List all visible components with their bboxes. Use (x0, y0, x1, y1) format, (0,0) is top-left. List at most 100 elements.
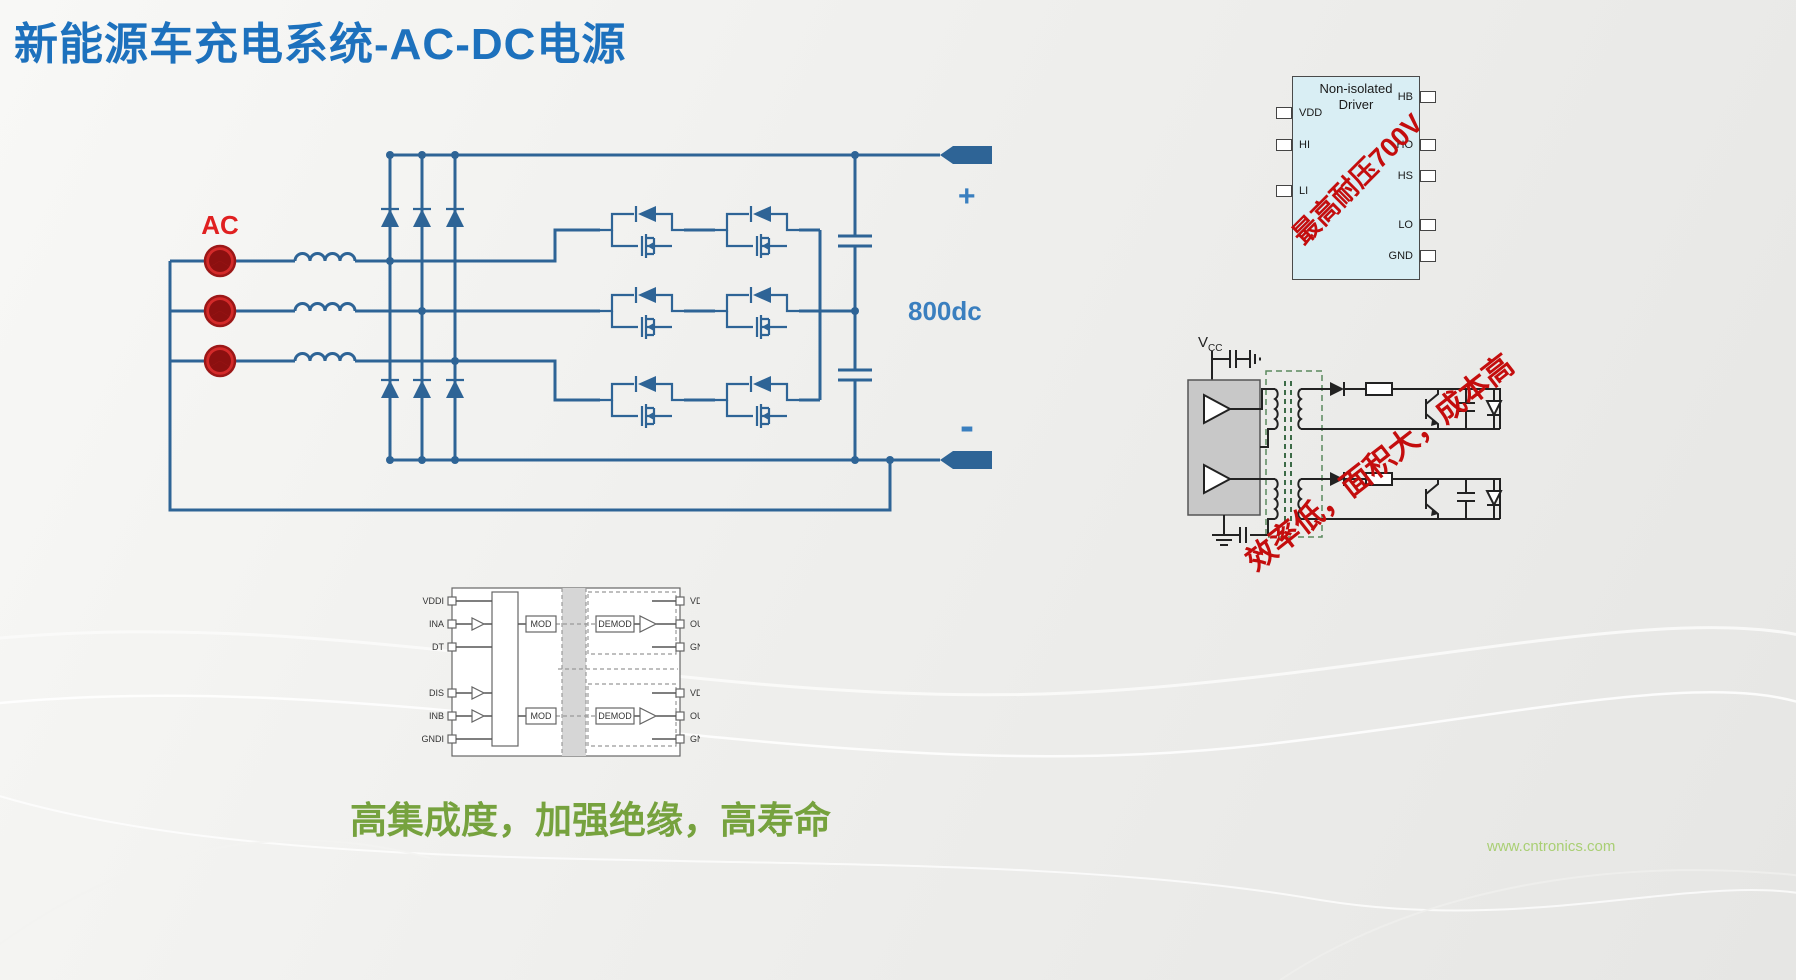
svg-text:OUTA: OUTA (690, 619, 700, 629)
vcc-wire (1211, 351, 1250, 380)
inductor-icon (293, 352, 357, 362)
svg-text:MOD: MOD (531, 619, 552, 629)
pin-pad-icon (1420, 139, 1436, 151)
mosfet-switch-icon (598, 285, 686, 341)
pin-pad-icon (1276, 139, 1292, 151)
dc-plus-terminal (940, 146, 992, 164)
isolation-barrier (562, 588, 586, 756)
ground-icon (1249, 350, 1261, 368)
buffer-icon (471, 686, 486, 700)
pin-pad-icon (1420, 91, 1436, 103)
svg-text:VDDB: VDDB (690, 688, 700, 698)
return-loop-wire (168, 261, 892, 512)
dc-voltage-label: 800dc (908, 296, 982, 326)
chip-pin-vdd: VDD (1276, 107, 1322, 119)
driver-box (1187, 379, 1261, 516)
branch-b-wires (1301, 478, 1501, 520)
diode-icon (411, 207, 433, 229)
resistor-icon (1365, 382, 1393, 396)
ac-label: AC (201, 210, 239, 240)
dc-bus-wires (390, 153, 940, 462)
coil-icon (1273, 478, 1279, 520)
mod-block-a (525, 615, 557, 633)
coil-icon (1297, 388, 1303, 430)
buffer-icon (1203, 463, 1233, 495)
chip-pin-gnd: GND (1389, 250, 1436, 262)
diode-icon (411, 378, 433, 400)
output-buffer-icon (639, 707, 658, 725)
ac-source-icon (203, 294, 237, 328)
ac-source-icon (203, 244, 237, 278)
svg-text:DEMOD: DEMOD (598, 711, 632, 721)
svg-text:OUTB: OUTB (690, 711, 700, 721)
chip-pin-li: LI (1276, 185, 1308, 197)
diode-icon (444, 207, 466, 229)
mosfet-switch-icon (598, 204, 686, 260)
left-pins: VDDI INA DT DIS INB GNDI (422, 596, 457, 744)
output-buffer-icon (639, 615, 658, 633)
chip-pin-ho: HO (1397, 139, 1436, 151)
buffer-icon (1203, 393, 1233, 425)
svg-text:DT: DT (432, 642, 444, 652)
branch-a-wires (1301, 388, 1501, 430)
dc-plus-label: + (958, 180, 976, 213)
primary-b-wire (1228, 478, 1275, 543)
capacitor-icon (1457, 389, 1475, 429)
mosfet-switch-icon (598, 374, 686, 430)
mosfet-switch-icon (713, 285, 801, 341)
ac-source-icon (203, 344, 237, 378)
pin-pad-icon (1420, 250, 1436, 262)
svg-text:VDDI: VDDI (422, 596, 444, 606)
chip-title: Non-isolated Driver (1319, 81, 1393, 113)
transformer-driver-diagram: VCC (1187, 334, 1503, 546)
diode-icon (444, 378, 466, 400)
svg-text:DEMOD: DEMOD (598, 619, 632, 629)
buffer-icon (471, 617, 486, 631)
svg-text:INB: INB (429, 711, 444, 721)
pin-pad-icon (1420, 219, 1436, 231)
svg-text:GNDI: GNDI (422, 734, 445, 744)
inductor-icon (293, 302, 357, 312)
primary-a-wire (1230, 388, 1275, 448)
three-phase-rectifier-diagram: AC + - 800dc (168, 146, 992, 512)
pin-pad-icon (1420, 170, 1436, 182)
diode-icon (1330, 382, 1344, 396)
buffer-icon (471, 709, 486, 723)
bridge-link-wires (684, 228, 855, 402)
diode-icon (1330, 472, 1344, 486)
coil-icon (1273, 388, 1279, 430)
capacitor-icon (1457, 479, 1475, 519)
pin-pad-icon (1276, 107, 1292, 119)
mosfet-switch-icon (713, 204, 801, 260)
chip-pin-hs: HS (1398, 170, 1436, 182)
phase-wires (170, 259, 295, 363)
svg-text:DIS: DIS (429, 688, 444, 698)
pin-pad-icon (1276, 185, 1292, 197)
demod-block-b (595, 707, 635, 725)
mod-block-b (525, 707, 557, 725)
dc-minus-label: - (960, 402, 974, 449)
transformer-boundary (1265, 370, 1323, 538)
svg-text:INA: INA (429, 619, 444, 629)
slide-title: 新能源车充电系统-AC-DC电源 (14, 20, 627, 69)
dc-minus-terminal (940, 451, 992, 469)
svg-text:GNDA: GNDA (690, 642, 700, 652)
benefits-caption: 高集成度，加强绝缘，高寿命 (350, 800, 831, 841)
resistor-icon (1365, 472, 1393, 486)
mosfet-switch-icon (713, 374, 801, 430)
svg-text:GNDB: GNDB (690, 734, 700, 744)
isolated-driver-ic-diagram: VDDI INA DT DIS INB GNDI VDDA OUTA GNDA … (422, 587, 700, 757)
site-watermark: www.cntronics.com (1487, 838, 1616, 855)
capacitor-icon (1229, 350, 1237, 368)
ground-icon (1212, 515, 1236, 546)
svg-text:VDDA: VDDA (690, 596, 700, 606)
diode-icon (379, 207, 401, 229)
non-isolated-driver-chip: Non-isolated Driver VDD HI LI HB HO HS L… (1276, 76, 1436, 280)
inductor-icon (293, 252, 357, 262)
diode-icon (379, 378, 401, 400)
logic-block (491, 591, 519, 747)
vcc-label: VCC (1198, 334, 1222, 354)
coil-icon (1297, 478, 1303, 520)
capacitor-icon (838, 234, 872, 382)
